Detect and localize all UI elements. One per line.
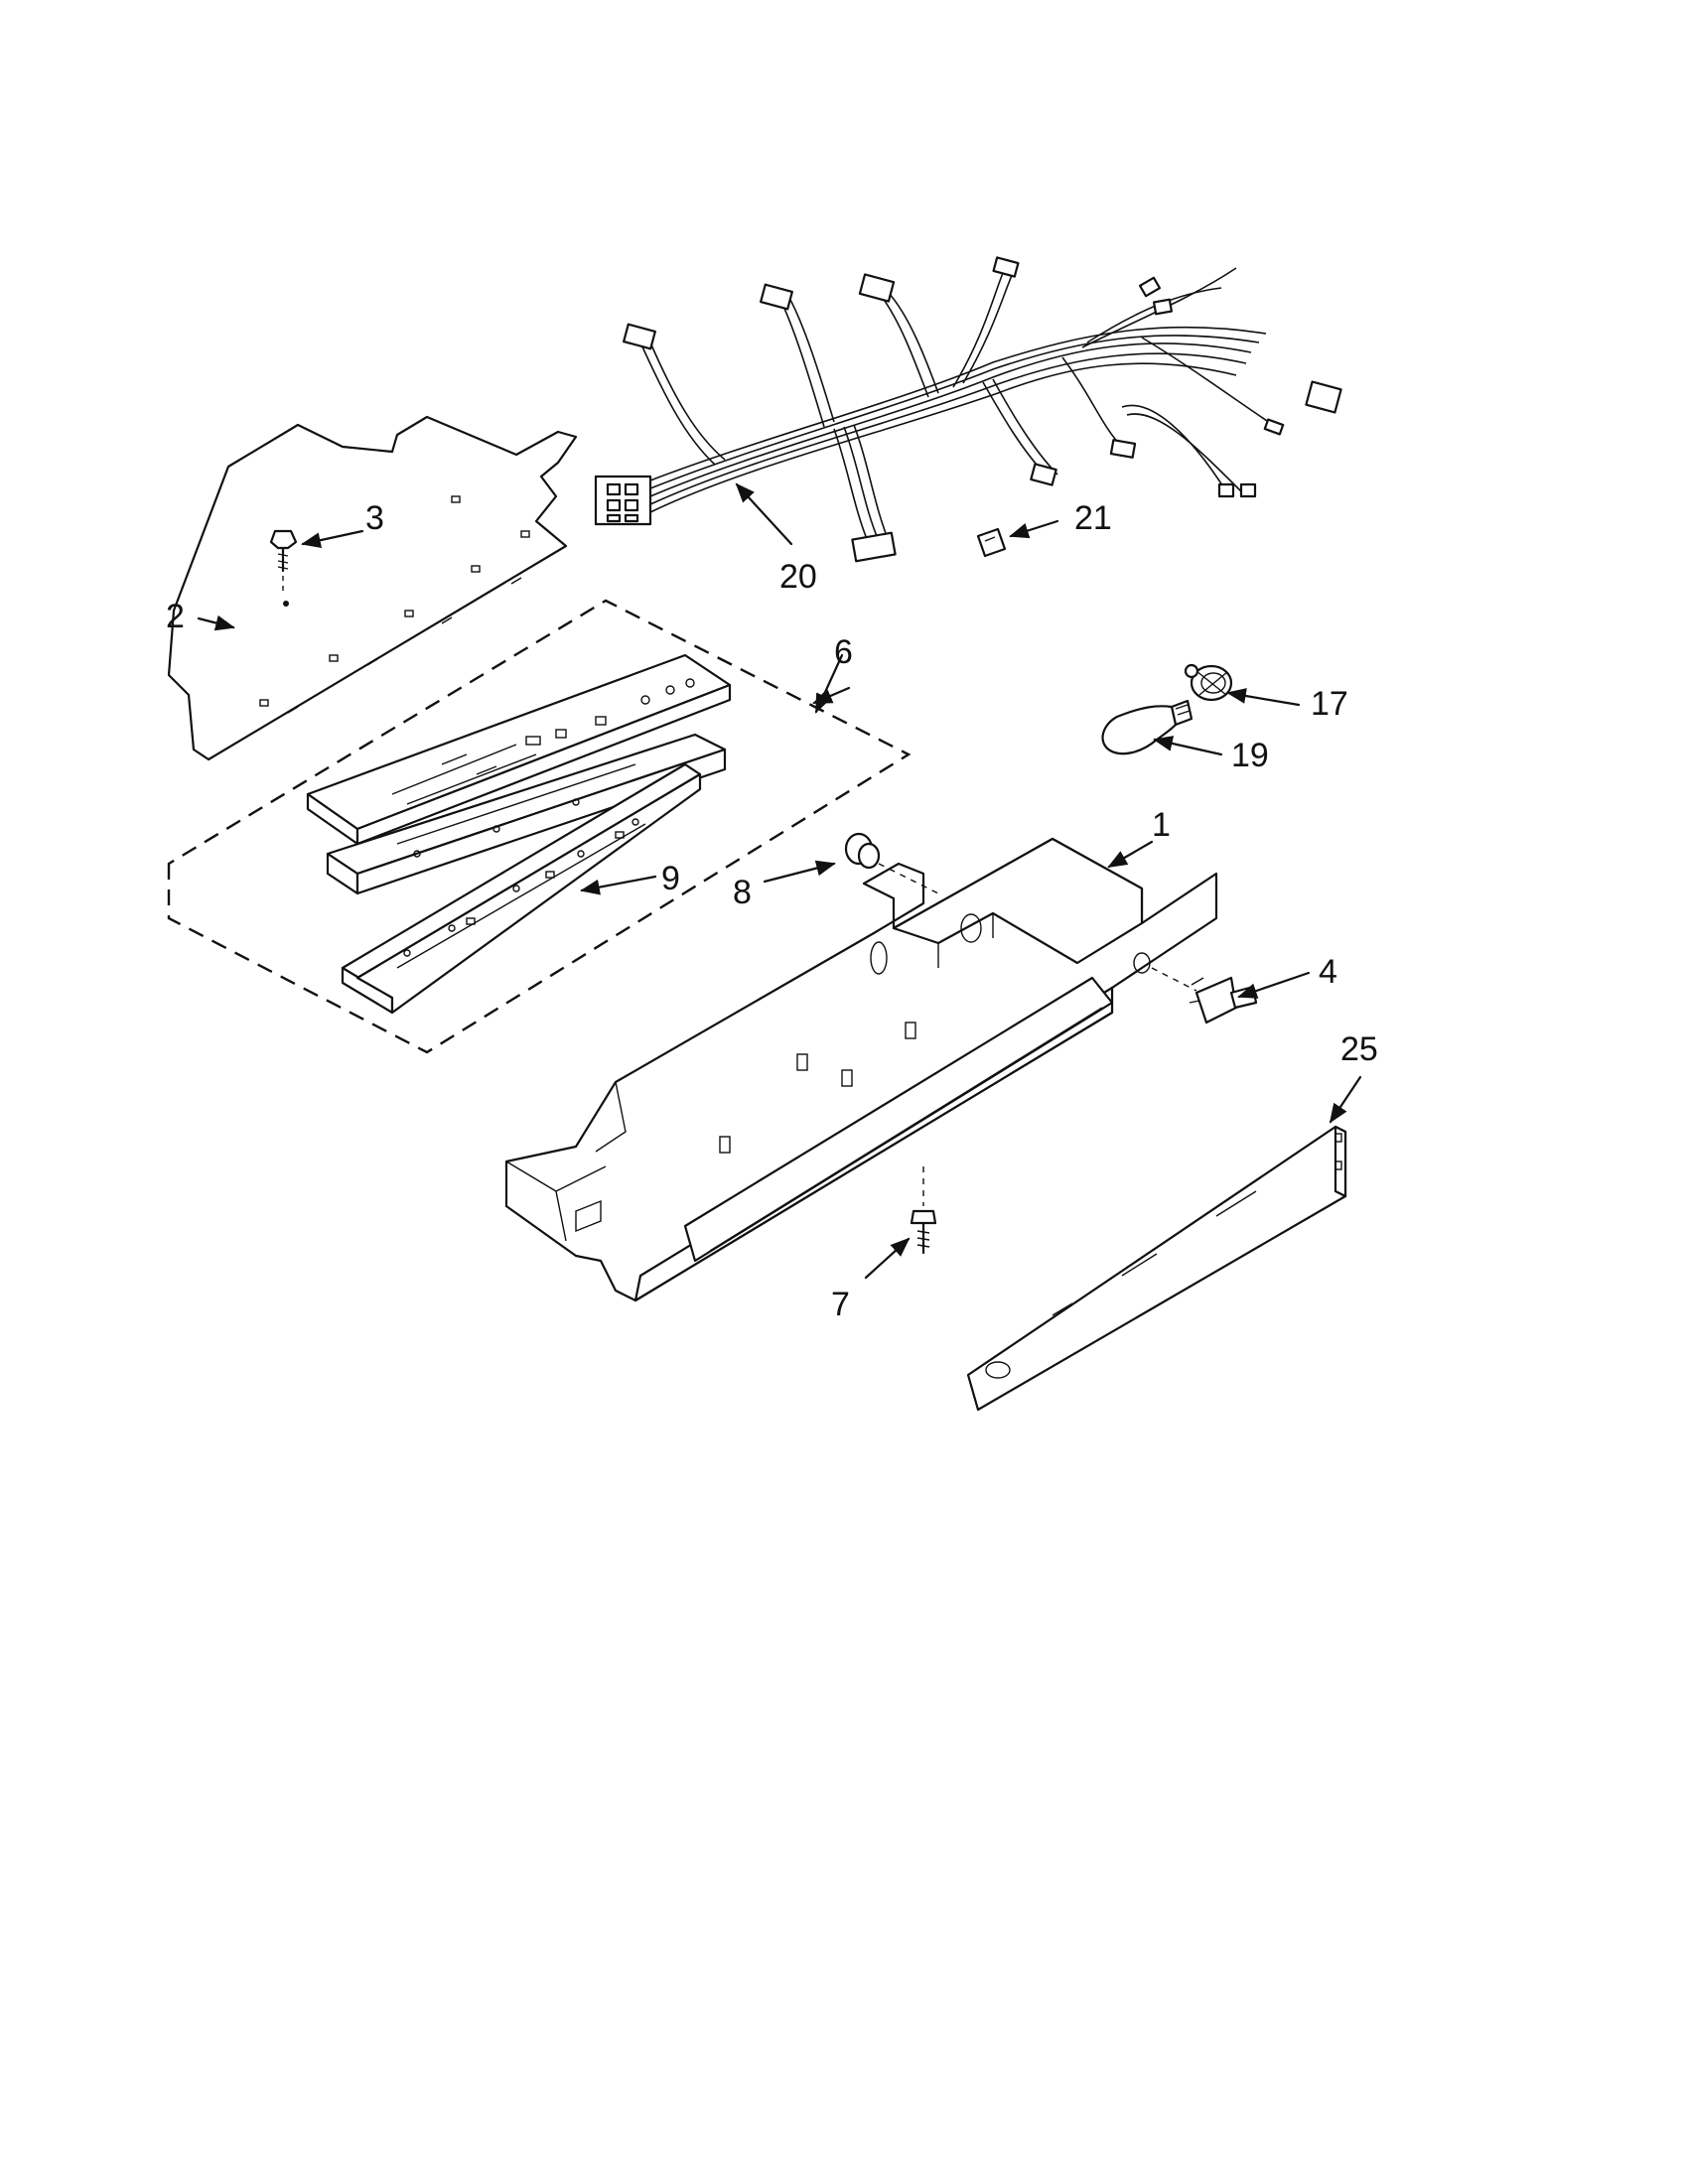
callout-4: 4 (1319, 953, 1337, 991)
callout-7: 7 (831, 1286, 850, 1323)
callout-6: 6 (834, 633, 853, 671)
callout-19: 19 (1231, 737, 1269, 774)
callout-21: 21 (1074, 499, 1112, 537)
callout-17: 17 (1311, 685, 1348, 723)
callout-9: 9 (661, 860, 680, 897)
callout-3: 3 (365, 499, 384, 537)
control-board-upper (306, 653, 732, 846)
wire-harness (594, 256, 1342, 563)
cover-plate (167, 415, 578, 761)
callout-2: 2 (166, 598, 185, 635)
screw-3 (269, 529, 298, 596)
front-panel-strip (966, 1125, 1347, 1412)
control-board-middle (326, 733, 727, 895)
display-board (341, 762, 702, 1015)
callout-25: 25 (1340, 1030, 1378, 1068)
callout-20: 20 (779, 558, 817, 596)
callout-8: 8 (733, 874, 752, 911)
switch-4 (1151, 967, 1258, 1024)
grommet-8 (844, 832, 881, 870)
leader-lines (197, 482, 1362, 1280)
console-housing (504, 837, 1218, 1302)
callout-labels: 3 2 6 21 20 9 17 19 1 8 4 25 7 (166, 499, 1378, 1323)
screw-7 (910, 1166, 937, 1255)
light-bulb (1101, 699, 1193, 755)
control-board-group-outline (167, 599, 912, 1054)
lamp-socket (1184, 663, 1233, 702)
callout-1: 1 (1152, 806, 1171, 844)
clip-part (976, 527, 1007, 558)
